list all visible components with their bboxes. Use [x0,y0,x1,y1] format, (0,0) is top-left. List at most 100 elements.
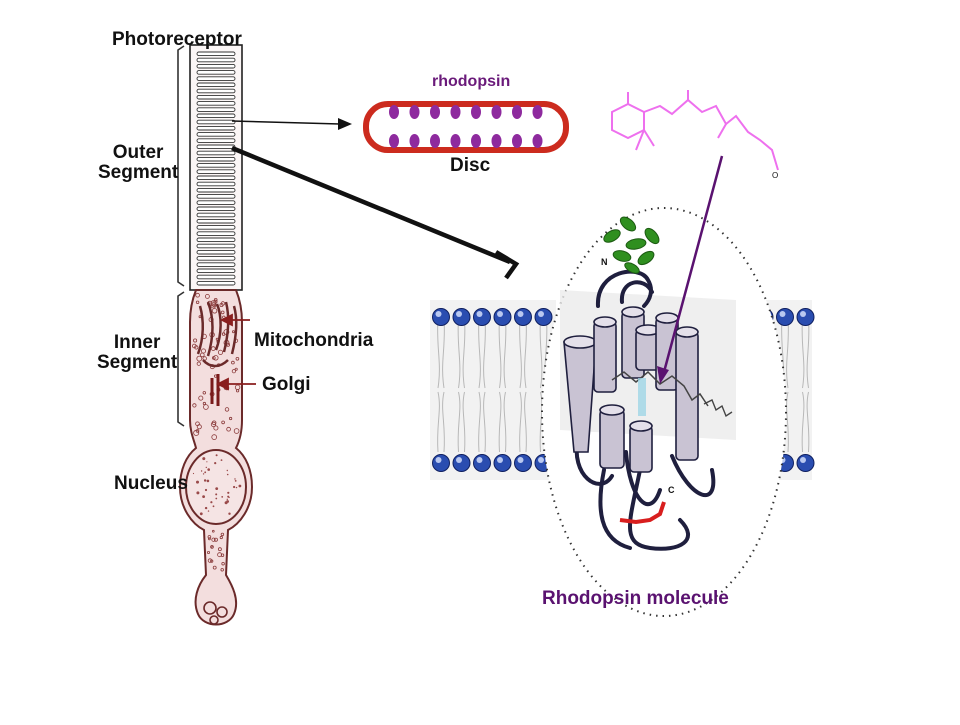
outer-segment-disc [196,156,236,162]
photoreceptor-label: Photoreceptor [112,29,242,50]
outer-segment-label: Outer Segment [98,142,179,183]
cytoplasm-granule [213,299,218,304]
cytoplasm-granule [194,345,199,350]
lipid-head-highlight [476,311,483,317]
outer-segment-disc-stack [196,51,236,286]
synaptic-terminal [203,601,228,625]
cytoplasm-granule [196,355,203,362]
outer-segment-disc [196,243,236,249]
rhodopsin-dot [491,105,502,119]
rhodopsin-dot [471,134,481,148]
c-terminal-tail [619,501,666,525]
outer-segment-disc [196,231,236,236]
photoreceptor-cell [177,44,256,626]
chromatin-granule [228,512,231,515]
rhodopsin-dot [471,105,481,119]
axon-granule [217,547,222,552]
chromatin-granule [196,480,199,484]
cytoplasm-granule [235,356,240,361]
cytoplasm-granule [226,426,231,432]
axon-granule [217,552,223,558]
chromatin-granule [206,461,208,463]
cytoplasm-granule [196,361,201,366]
axon-granule [207,535,212,539]
chromatin-granule [202,473,205,475]
chromatin-granule [226,469,228,472]
outer-segment-bracket [177,45,185,287]
outer-segment-disc [196,138,236,143]
axon-granule [206,551,210,555]
cytoplasm-granule [213,297,218,302]
rhodopsin-dot [430,134,440,148]
lipid-tail [539,317,543,389]
cytoplasm-granule [195,300,200,304]
rhodopsin-molecule-label: Rhodopsin molecule [542,588,729,609]
retinal-pocket [638,378,646,416]
cytoplasm-granule [233,428,240,434]
bound-retinal [611,370,709,407]
axon-granule [212,565,217,570]
chromatin-granule [196,491,200,495]
rhodopsin-dot [389,134,399,148]
outer-segment-disc [196,76,236,81]
cytoplasm-granule [196,424,202,430]
disc [363,101,569,153]
outer-segment-disc [196,144,236,150]
lipid-head-highlight [497,311,503,317]
membrane-left-band [430,300,556,480]
molecule-loops [574,269,716,551]
lipid-tail [483,391,486,453]
chromatin-granule [228,496,230,499]
helix-6 [675,331,699,461]
cytoplasm-granule [219,302,224,307]
lipid-head-highlight [476,457,483,463]
outer-segment-disc [196,280,236,286]
retinal-chain [643,98,779,171]
lipid-head [473,454,491,472]
golgi-label: Golgi [262,374,311,395]
cytoplasm-granule [195,292,200,298]
lipid-tail [442,391,445,453]
golgi-apparatus [210,374,220,406]
outer-segment-disc [196,107,236,112]
n-terminus-label: N [601,257,608,267]
rhodopsin-dot [450,134,461,148]
zoom-arrows [231,118,520,280]
lipid-tail [524,317,527,389]
lipid-head [452,454,471,472]
chromatin-granule [238,484,242,488]
outer-segment-disc [196,113,236,119]
lipid-tail [457,391,461,453]
lipid-head [796,454,815,472]
chromatin-granule [212,505,215,508]
cytoplasm-granule [198,315,202,319]
rhodopsin-dot [512,134,522,148]
mitochondria-label: Mitochondria [254,330,374,351]
cytoplasm-granule [211,308,218,314]
outer-segment-disc [196,51,236,57]
nucleus-label: Nucleus [114,473,188,494]
chromatin-granule [205,466,207,469]
outer-segment-disc [196,163,236,168]
lipid-tail [462,317,466,389]
cytoplasm-granule [231,360,235,365]
cytoplasm-granule [198,395,204,401]
axon-granule [210,545,213,548]
segment-brackets [177,45,185,427]
disc-zoom-arrow [231,120,341,125]
outer-segment-disc [196,194,236,199]
cytoplasm-granule [224,407,230,412]
outer-segment-disc [196,181,236,187]
rhodopsin-dot [409,105,420,119]
lipid-head-highlight [779,311,786,317]
chromatin-granule [206,479,210,483]
rhodopsin-label: rhodopsin [432,73,511,90]
nucleus [185,449,247,525]
cytoplasm-granule [217,349,224,355]
mitochondria-cluster [196,301,238,368]
lipid-tail [503,391,507,453]
outer-segment-disc [196,218,236,224]
cytoplasm-granule [213,425,219,431]
cytoplasm-granule [195,429,200,433]
axon-granule [220,532,225,537]
